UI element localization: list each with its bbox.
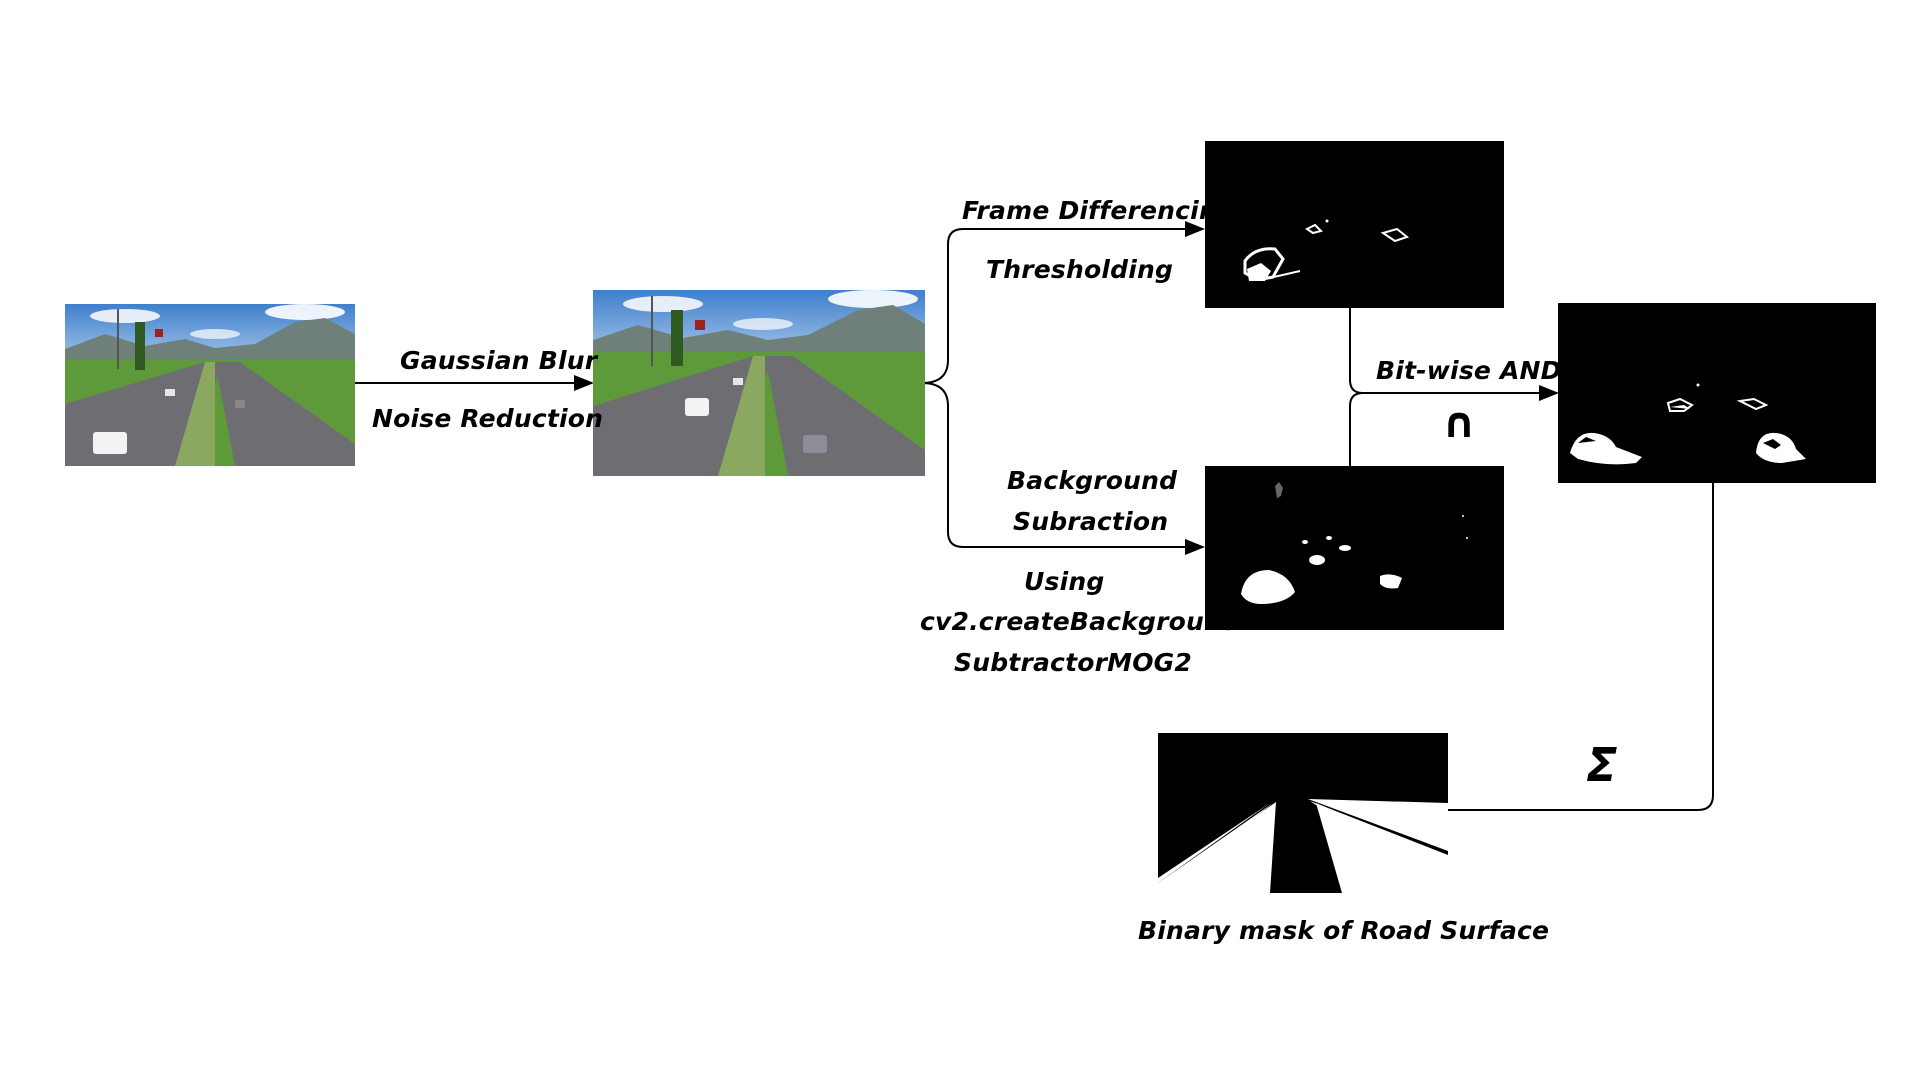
blurred-frame-image (593, 290, 925, 476)
thresholding-label: Thresholding (986, 255, 1174, 284)
subraction-label: Subraction (1013, 507, 1169, 536)
subtractor-mog2-label: SubtractorMOG2 (954, 648, 1192, 677)
bitwise-and-label: Bit-wise AND (1376, 356, 1562, 385)
frame-differencing-mask-image (1205, 141, 1504, 308)
background-label: Background (1007, 466, 1178, 495)
cv2-create-background-label: cv2.createBackground (920, 607, 1241, 636)
using-label: Using (1024, 567, 1105, 596)
road-mask-image (1158, 733, 1448, 893)
binary-mask-label: Binary mask of Road Surface (1138, 916, 1550, 945)
intersection-symbol: ∩ (1442, 398, 1477, 447)
summation-symbol: Σ (1586, 738, 1618, 792)
noise-reduction-label: Noise Reduction (372, 404, 604, 433)
bitwise-and-result-image (1558, 303, 1876, 483)
line-summation (1446, 483, 1714, 811)
arrow-frame-differencing (921, 221, 1205, 384)
frame-differencing-label: Frame Differencing (962, 196, 1236, 225)
background-subtraction-mask-image (1205, 466, 1504, 630)
gaussian-blur-label: Gaussian Blur (400, 346, 598, 375)
line-bitwise-and-bottom (1349, 392, 1364, 466)
original-frame-image (65, 304, 355, 466)
arrow-background-subtraction (921, 382, 1205, 555)
